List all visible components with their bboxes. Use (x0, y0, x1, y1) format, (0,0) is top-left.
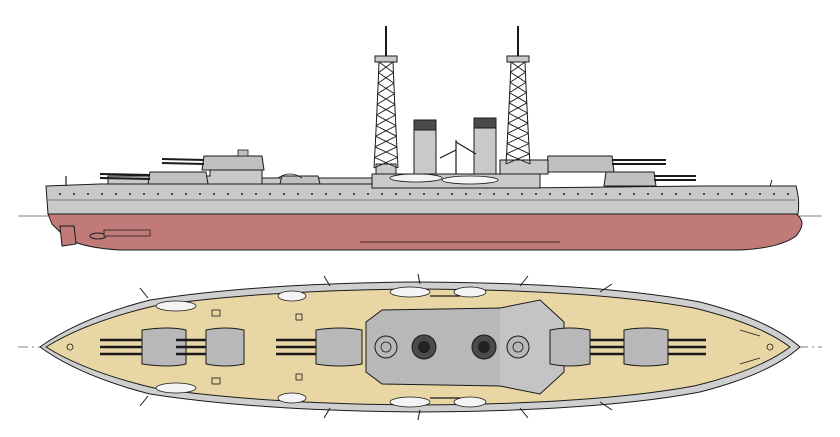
jackstaff (769, 179, 773, 187)
porthole (493, 193, 495, 195)
porthole (409, 193, 411, 195)
porthole (213, 193, 215, 195)
boat-booms (139, 273, 613, 421)
porthole (269, 193, 271, 195)
boat (389, 173, 443, 183)
side-profile-view (18, 26, 822, 251)
porthole (157, 193, 159, 195)
funnel-aft (413, 119, 437, 175)
porthole (297, 193, 299, 195)
forward-turret-lower (603, 171, 696, 187)
porthole (339, 193, 341, 195)
porthole (675, 193, 677, 195)
porthole (787, 193, 789, 195)
porthole (451, 193, 453, 195)
porthole (605, 193, 607, 195)
porthole (731, 193, 733, 195)
porthole (199, 193, 201, 195)
porthole (619, 193, 621, 195)
porthole (521, 193, 523, 195)
forward-turret-superfiring (545, 155, 666, 173)
porthole (535, 193, 537, 195)
porthole (59, 193, 61, 195)
porthole (367, 193, 369, 195)
aft-turret-lower-plan (100, 327, 187, 367)
deck-fittings (66, 309, 774, 385)
porthole (591, 193, 593, 195)
porthole (395, 193, 397, 195)
aft-mast-plan (374, 335, 398, 359)
porthole (745, 193, 747, 195)
porthole (577, 193, 579, 195)
forward-bridge (499, 159, 549, 175)
porthole (633, 193, 635, 195)
aft-turret-superfiring (161, 149, 265, 171)
porthole (185, 193, 187, 195)
forward-cage-mast (505, 26, 531, 165)
porthole (283, 193, 285, 195)
porthole (101, 193, 103, 195)
porthole (353, 193, 355, 195)
porthole (423, 193, 425, 195)
forward-turret-superfiring-plan (549, 327, 624, 367)
deck-boats (155, 286, 487, 408)
porthole (563, 193, 565, 195)
midship-turret-plan (276, 327, 363, 367)
forward-mast-plan (506, 335, 530, 359)
porthole (73, 193, 75, 195)
boat-crane (277, 173, 303, 179)
porthole (171, 193, 173, 195)
porthole (143, 193, 145, 195)
porthole (703, 193, 705, 195)
aft-cage-mast (373, 26, 399, 169)
porthole (507, 193, 509, 195)
porthole (647, 193, 649, 195)
portholes (59, 193, 789, 195)
porthole (689, 193, 691, 195)
midship-turret (279, 175, 321, 185)
porthole (437, 193, 439, 195)
aft-turret-superfiring-plan (176, 327, 245, 367)
aft-turret-lower (99, 171, 209, 185)
porthole (465, 193, 467, 195)
porthole (549, 193, 551, 195)
porthole (773, 193, 775, 195)
porthole (661, 193, 663, 195)
porthole (241, 193, 243, 195)
porthole (227, 193, 229, 195)
shaft-bracket (103, 229, 151, 237)
porthole (759, 193, 761, 195)
porthole (479, 193, 481, 195)
forward-turret-lower-plan (623, 327, 706, 367)
porthole (87, 193, 89, 195)
rudder (59, 225, 77, 247)
boat-derrick (439, 140, 477, 174)
funnel-forward (473, 117, 497, 175)
porthole (115, 193, 117, 195)
boat (441, 175, 499, 185)
porthole (325, 193, 327, 195)
secondary-guns (430, 295, 460, 399)
underwater-hull (47, 213, 803, 251)
porthole (311, 193, 313, 195)
plan-view (18, 273, 822, 421)
porthole (129, 193, 131, 195)
porthole (255, 193, 257, 195)
porthole (381, 193, 383, 195)
porthole (717, 193, 719, 195)
